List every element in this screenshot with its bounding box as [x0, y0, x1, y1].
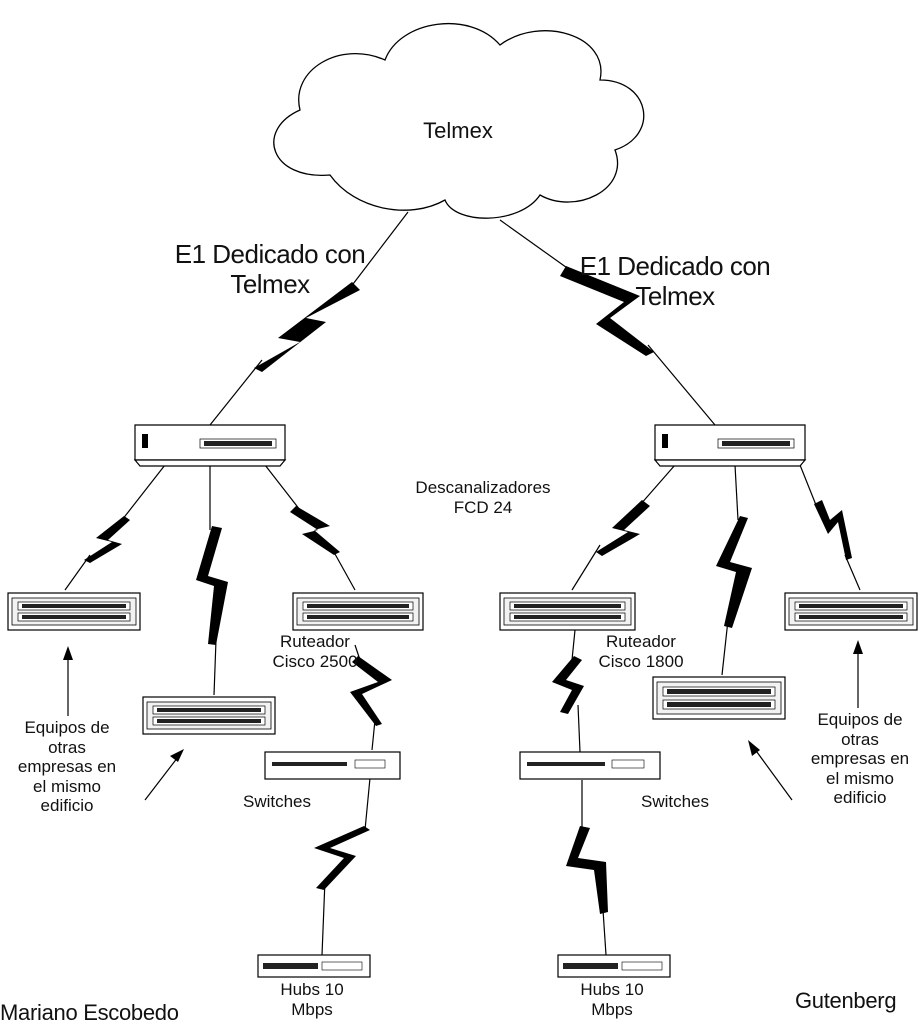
right-switch-label: Switches: [640, 792, 710, 811]
wire-lswitch-2: [321, 879, 326, 956]
right-others-label: Equipos de otras empresas en el mismo ed…: [810, 710, 910, 808]
bolt-rdesc-a: [596, 500, 650, 556]
left-router-label: Ruteador Cisco 2500: [272, 632, 358, 671]
bolt-ldesc-c: [290, 506, 340, 555]
wire-ldesc-a1: [121, 464, 166, 521]
left-hub: [257, 954, 371, 978]
right-router-label: Ruteador Cisco 1800: [598, 632, 684, 671]
left-others-label: Equipos de otras empresas en el mismo ed…: [17, 718, 117, 816]
bolt-ldesc-a: [84, 516, 130, 563]
bolt-ldesc-b: [196, 526, 228, 645]
left-site-name: Mariano Escobedo: [0, 1000, 179, 1025]
telmex-cloud: [273, 23, 645, 219]
wire-rdesc-b2: [721, 619, 729, 676]
wire-cloud-right-upper: [499, 219, 571, 271]
bolt-lrouter-switch: [350, 656, 392, 726]
wire-ldesc-c1: [264, 464, 301, 511]
wire-rrouter-1: [571, 629, 576, 661]
right-e1-label: E1 Dedicado con Telmex: [579, 251, 771, 311]
left-others-rack-2: [142, 696, 276, 735]
descanalizadores-label: Descanalizadores FCD 24: [415, 478, 551, 517]
wire-rdesc-a2: [571, 544, 601, 591]
bolt-rdesc-b: [716, 516, 752, 628]
right-descanalizador: [653, 424, 807, 467]
wire-rdesc-b1: [734, 464, 739, 521]
left-switch-label: Switches: [242, 792, 312, 811]
bolt-rswitch-hub: [566, 826, 608, 914]
wire-cloud-right-lower: [647, 344, 716, 426]
wire-rdesc-c1: [799, 464, 819, 511]
right-others-rack-2: [652, 676, 786, 720]
right-router-cisco-1800: [499, 592, 636, 631]
wire-ldesc-b2: [213, 639, 217, 696]
wire-cloud-left-upper: [349, 211, 409, 289]
arrow-left-others-up: [63, 646, 73, 716]
bolt-lswitch-hub: [314, 826, 370, 890]
right-hub-label: Hubs 10 Mbps: [580, 980, 644, 1019]
left-e1-label: E1 Dedicado con Telmex: [174, 239, 366, 299]
bolt-rrouter-switch: [552, 656, 584, 714]
left-hub-label: Hubs 10 Mbps: [280, 980, 344, 1019]
arrow-right-others-up: [853, 640, 863, 708]
arrow-left-others-diag: [144, 749, 184, 801]
right-switch: [519, 751, 661, 780]
right-others-rack-1: [784, 592, 918, 631]
arrow-right-others-diag: [748, 740, 793, 801]
wire-lswitch-1: [364, 777, 371, 831]
wire-rswitch-2: [602, 909, 607, 956]
wire-rrouter-2: [577, 704, 581, 753]
wire-lrouter-2: [371, 719, 376, 751]
left-router-cisco-2500: [292, 592, 424, 631]
left-switch: [264, 751, 401, 780]
left-descanalizador: [133, 424, 287, 467]
bolt-left-e1: [254, 282, 360, 372]
right-hub: [557, 954, 671, 978]
left-others-rack-1: [7, 592, 141, 631]
wire-rdesc-a1: [639, 464, 676, 506]
wire-rdesc-c2: [844, 554, 861, 591]
cloud-label: Telmex: [423, 118, 493, 143]
bolt-right-e1: [560, 266, 654, 356]
wire-cloud-left-lower: [209, 359, 263, 426]
right-site-name: Gutenberg: [795, 988, 897, 1013]
bolt-rdesc-c: [814, 500, 852, 560]
